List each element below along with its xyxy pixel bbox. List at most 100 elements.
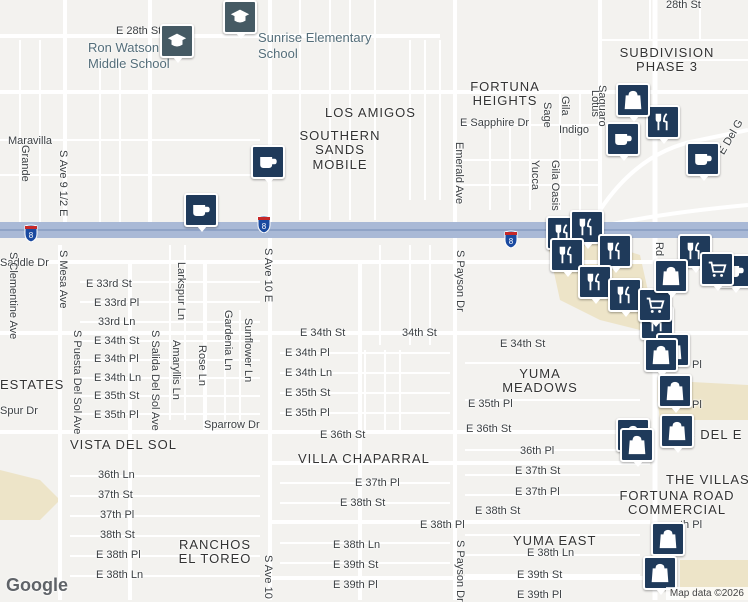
street-label: Pl	[692, 399, 702, 411]
neighborhood-label: THE VILLAS	[666, 472, 748, 487]
street-label: Sunflower Ln	[242, 318, 254, 383]
restaurant-icon[interactable]	[646, 105, 680, 144]
neighborhood-label: SOUTHERN SANDS MOBILE	[299, 128, 381, 172]
street-label: Pl	[692, 359, 702, 371]
street-label: E 35th Pl	[94, 409, 139, 421]
street-label: E 33rd St	[86, 278, 132, 290]
shopping-bag-icon[interactable]	[658, 374, 692, 413]
street-label: S Salida Del Sol Ave	[149, 330, 161, 431]
street-label: E 37th St	[515, 465, 561, 477]
street-label: S Ave 10	[262, 555, 274, 599]
neighborhood-label: LOS AMIGOS	[325, 105, 416, 120]
street-label: E 34th St	[500, 338, 546, 350]
school-label-middle[interactable]: Ron Watson Middle School	[88, 40, 170, 71]
shield-number: 8	[509, 237, 514, 246]
street-label: E 35th Pl	[285, 407, 330, 419]
street-label: Emerald Ave	[453, 142, 465, 205]
shopping-bag-icon[interactable]	[660, 414, 694, 453]
street-label: E 35th St	[94, 390, 140, 402]
cafe-icon[interactable]	[686, 142, 720, 181]
street-label: Sage	[541, 102, 553, 128]
street-label: E 37th Pl	[515, 486, 560, 498]
street-label: E 38th Pl	[96, 549, 141, 561]
street-label: Spur Dr	[0, 405, 38, 417]
street-label: E 34th St	[94, 335, 140, 347]
open-area	[0, 470, 60, 520]
street-label: E 38th St	[340, 497, 386, 509]
shopping-bag-icon[interactable]	[654, 259, 688, 298]
restaurant-icon[interactable]	[598, 234, 632, 273]
street-label: Larkspur Ln	[175, 262, 187, 321]
google-logo: Google	[6, 575, 68, 595]
neighborhood-label: FORTUNA ROAD COMMERCIAL	[619, 488, 735, 518]
street-label: Indigo	[559, 124, 589, 136]
street-label: S Ave 10 E	[262, 248, 274, 303]
street-label: 38th St	[100, 529, 135, 541]
shopping-bag-icon[interactable]	[620, 428, 654, 467]
street-label: Yucca	[529, 160, 541, 190]
street-label: Gila	[559, 96, 571, 116]
street-label: E 34th Pl	[285, 347, 330, 359]
street-label: 36th Ln	[98, 469, 135, 481]
shield-number: 8	[29, 231, 34, 240]
street-label: E 33rd Pl	[94, 297, 140, 309]
school-icon[interactable]	[223, 0, 257, 39]
restaurant-icon[interactable]	[608, 278, 642, 317]
shopping-bag-icon[interactable]	[644, 338, 678, 377]
interstate-shield: 8	[504, 230, 518, 249]
street-label: Grande	[19, 145, 31, 182]
restaurant-icon[interactable]	[578, 265, 612, 304]
street-label: Rose Ln	[196, 345, 208, 386]
shopping-bag-icon[interactable]	[616, 83, 650, 122]
street-label: E 38th Pl	[420, 519, 465, 531]
street-label: S Puesta Del Sol Ave	[71, 330, 83, 435]
street-label: 34th St	[402, 327, 437, 339]
street-label: S Payson Dr	[454, 250, 466, 312]
grocery-cart-icon[interactable]	[638, 288, 672, 327]
street-label: E 34th Ln	[285, 367, 333, 379]
street-label: E 28th St	[116, 25, 162, 37]
school-icon[interactable]	[160, 24, 194, 63]
cafe-icon[interactable]	[251, 145, 285, 184]
street-label: S Mesa Ave	[57, 250, 69, 309]
street-label: E 38th St	[475, 505, 521, 517]
shopping-bag-icon[interactable]	[643, 556, 677, 595]
street-label: 33rd Ln	[98, 316, 136, 328]
cafe-icon[interactable]	[184, 193, 218, 232]
street-label: Lotus	[589, 90, 601, 117]
street-label: E 34th Pl	[94, 353, 139, 365]
minor-streets	[0, 0, 748, 577]
street-label: E 39th St	[517, 569, 563, 581]
street-label: Maravilla	[8, 135, 53, 147]
street-label: 37th St	[98, 489, 133, 501]
street-label: S Clementine Ave	[7, 252, 19, 340]
street-label: Gila Oasis	[549, 160, 561, 211]
map-attribution[interactable]: Map data ©2026	[665, 587, 748, 600]
interstate-shield: 8	[257, 215, 271, 234]
street-label: E Sapphire Dr	[460, 117, 530, 129]
street-label: S Payson Dr	[454, 540, 466, 602]
street-label: E 34th Ln	[94, 372, 142, 384]
street-label: E 36th St	[466, 423, 512, 435]
street-label: 28th St	[666, 0, 701, 11]
street-label: Sparrow Dr	[204, 419, 260, 431]
street-label: Gardenia Ln	[222, 310, 234, 371]
interstate-shield: 8	[24, 224, 38, 243]
school-label-elementary[interactable]: Sunrise Elementary School	[258, 30, 372, 61]
cafe-icon[interactable]	[606, 122, 640, 161]
neighborhood-label: ESTATES	[0, 377, 65, 392]
street-label: E 37th Pl	[355, 477, 400, 489]
neighborhood-label: YUMA MEADOWS	[502, 366, 578, 396]
shopping-bag-icon[interactable]	[651, 522, 685, 561]
shield-number: 8	[262, 222, 267, 231]
neighborhood-label: VILLA CHAPARRAL	[298, 451, 430, 466]
street-label: E 35th St	[285, 387, 331, 399]
neighborhood-label: VISTA DEL SOL	[70, 437, 177, 452]
street-label: 36th Pl	[520, 445, 555, 457]
street-label: E 36th St	[320, 429, 366, 441]
street-label: Rd	[653, 242, 665, 257]
street-label: E 38th Ln	[527, 547, 575, 559]
grocery-cart-icon[interactable]	[700, 252, 734, 291]
neighborhood-label: RANCHOS EL TOREO	[178, 537, 252, 567]
